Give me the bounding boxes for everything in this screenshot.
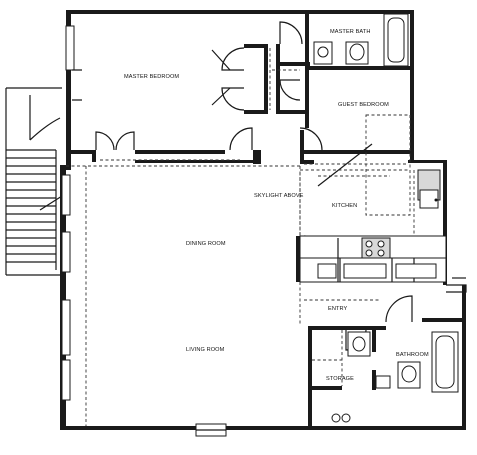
label-dining-room: DINING ROOM xyxy=(186,241,226,247)
label-storage: STORAGE xyxy=(326,376,354,382)
skylight xyxy=(304,114,411,216)
master-bath-fixtures xyxy=(313,13,409,67)
kitchen-fixtures xyxy=(296,169,447,283)
exterior-walls xyxy=(60,10,466,430)
label-guest-bedroom: GUEST BEDROOM xyxy=(338,102,389,108)
doors xyxy=(95,21,413,351)
west-windows xyxy=(61,25,82,401)
bathroom-fixtures xyxy=(312,330,459,423)
label-entry: ENTRY xyxy=(328,306,348,312)
label-skylight: SKYLIGHT ABOVE xyxy=(254,193,304,199)
label-master-bedroom: MASTER BEDROOM xyxy=(124,74,179,80)
label-living-room: LIVING ROOM xyxy=(186,347,225,353)
label-bathroom: BATHROOM xyxy=(396,352,429,358)
interior-walls xyxy=(66,10,466,426)
label-master-bath: MASTER BATH xyxy=(330,29,370,35)
exterior-stairs xyxy=(5,87,63,276)
label-kitchen: KITCHEN xyxy=(332,203,357,209)
